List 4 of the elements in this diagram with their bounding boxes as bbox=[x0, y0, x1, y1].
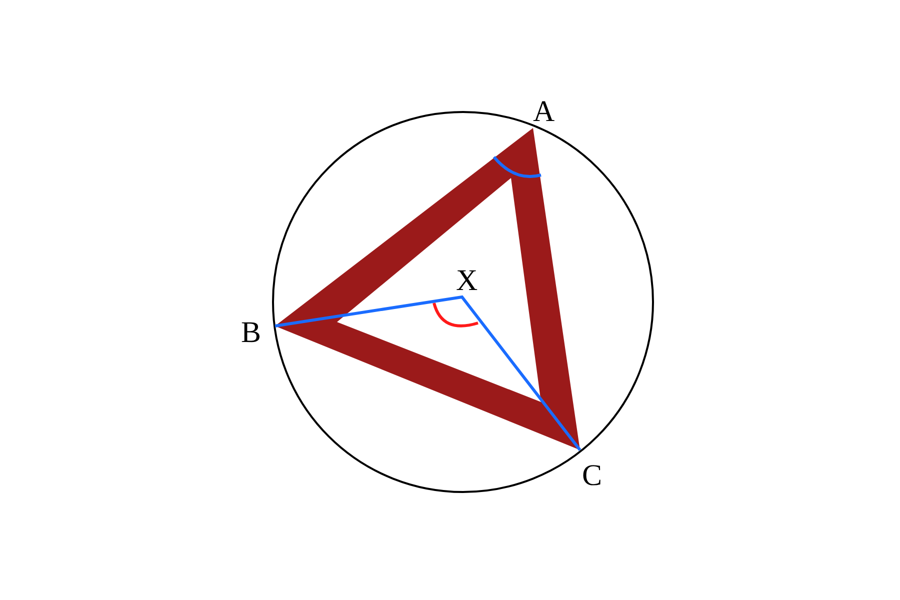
vertex-label: A bbox=[533, 97, 555, 127]
vertex-label: C bbox=[582, 461, 602, 491]
vertex-label: B bbox=[241, 318, 262, 348]
vertex-label: X bbox=[456, 266, 478, 296]
